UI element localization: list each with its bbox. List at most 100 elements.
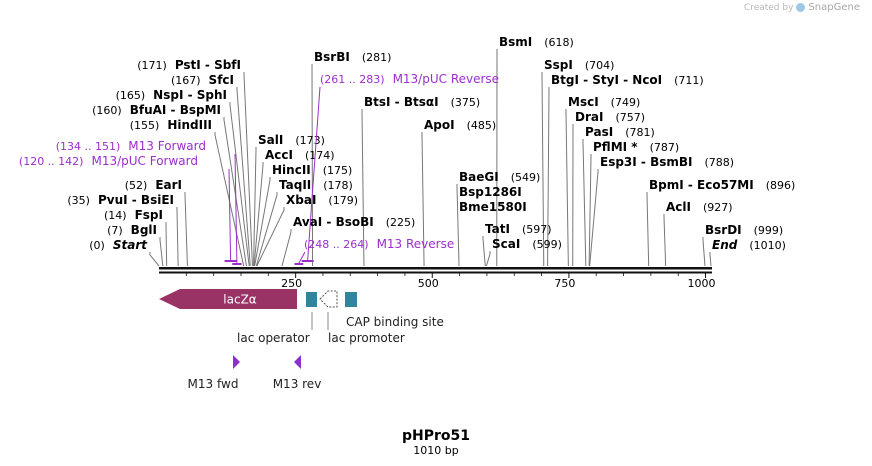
site-name: FspI: [135, 208, 163, 222]
site-bgli[interactable]: BglI(7): [107, 223, 157, 237]
site-sali[interactable]: SalI(173): [258, 133, 325, 147]
site-bsp1286i[interactable]: Bsp1286I: [459, 185, 522, 199]
site-position: (171): [137, 59, 167, 72]
site-xbai[interactable]: XbaI(179): [286, 193, 358, 207]
site-position: (781): [625, 126, 655, 139]
site-name: SfcI: [209, 73, 234, 87]
site-leader: [214, 132, 245, 267]
ruler-tick-label: 500: [418, 277, 439, 290]
site-hincii[interactable]: HincII(175): [272, 163, 352, 177]
site-avai-bsobi[interactable]: AvaI - BsoBI(225): [293, 215, 415, 229]
site-leader: [485, 251, 491, 267]
site-sspi[interactable]: SspI(704): [544, 58, 614, 72]
primer-leader: [234, 153, 238, 264]
site-position: (0): [89, 239, 105, 252]
site-bme1580i[interactable]: Bme1580I: [459, 200, 527, 214]
site-name: AccI: [265, 148, 293, 162]
site-leader: [165, 222, 168, 267]
restriction-site-labels: Start(0)BglI(7)FspI(14)PvuI - BsiEI(35)E…: [67, 35, 795, 252]
site-position: (896): [766, 179, 796, 192]
site-position: (597): [522, 223, 552, 236]
primer-site-label: (248 .. 264)M13 Reverse: [304, 237, 454, 251]
site-name: NspI - SphI: [153, 88, 227, 102]
site-name: Bme1580I: [459, 200, 527, 214]
site-position: (749): [611, 96, 641, 109]
site-position: (549): [511, 171, 541, 184]
site-leader: [421, 132, 425, 267]
site-btgi-styi-ncoi[interactable]: BtgI - StyI - NcoI(711): [551, 73, 704, 87]
site-leader: [541, 72, 545, 267]
site-psti-sbfi[interactable]: PstI - SbfI (171): [137, 58, 241, 72]
site-bsrbi[interactable]: BsrBI(281): [314, 50, 391, 64]
site-name: PstI - SbfI: [175, 58, 241, 72]
site-pvui-bsiei[interactable]: PvuI - BsiEI(35): [67, 193, 174, 207]
site-leader: [223, 117, 247, 267]
lac-operator-box[interactable]: [306, 292, 317, 307]
site-position: (175): [323, 164, 353, 177]
site-ends-end[interactable]: End(1010): [712, 238, 786, 252]
site-pflmi[interactable]: PflMI *(787): [593, 140, 679, 154]
site-leader: [565, 109, 569, 267]
site-apoi[interactable]: ApoI (485): [424, 118, 496, 132]
site-leader: [702, 237, 706, 267]
site-esp3i-bsmbi[interactable]: Esp3I - BsmBI(788): [600, 155, 734, 169]
cap-binding-site-box[interactable]: [345, 292, 357, 307]
credit-prefix: Created by: [743, 2, 794, 13]
site-nspi-sphi[interactable]: NspI - SphI(165): [116, 88, 227, 102]
m13-rev-arrow[interactable]: [294, 355, 301, 369]
site-pasi[interactable]: PasI(781): [585, 125, 655, 139]
site-leader: [709, 252, 712, 267]
site-drai[interactable]: DraI(757): [575, 110, 645, 124]
site-taqii[interactable]: TaqII(178): [279, 178, 353, 192]
site-msci[interactable]: MscI(749): [568, 95, 640, 109]
site-baegi[interactable]: BaeGI(549): [459, 170, 540, 184]
site-eari[interactable]: EarI(52): [125, 178, 182, 192]
site-position: (35): [67, 194, 90, 207]
site-acli[interactable]: AclI(927): [666, 200, 733, 214]
primer-site-range: (120 .. 142): [19, 155, 84, 168]
site-bsrdi[interactable]: BsrDI(999): [705, 223, 783, 237]
ruler-tick-label: 250: [281, 277, 302, 290]
site-position: (225): [386, 216, 416, 229]
site-position: (167): [171, 74, 201, 87]
primer-site-m13-puc-fwd[interactable]: (120 .. 142) M13/pUC Forward: [19, 154, 237, 262]
site-btsi-btsai[interactable]: BtsI - BtsαI(375): [364, 95, 480, 109]
site-sfci[interactable]: SfcI (167): [171, 73, 234, 87]
primer-site-m13-fwd-1[interactable]: (134 .. 151)M13 Forward: [56, 139, 242, 265]
m13-fwd-arrow[interactable]: [233, 355, 240, 369]
site-leader: [456, 184, 460, 267]
plasmid-length: 1010 bp: [413, 444, 458, 457]
site-position: (927): [703, 201, 733, 214]
site-position: (788): [704, 156, 734, 169]
backbone: [159, 267, 712, 274]
ruler-tick-label: 750: [554, 277, 575, 290]
site-fspi[interactable]: FspI(14): [104, 208, 163, 222]
site-name: ApoI: [424, 118, 455, 132]
primer-site-m13-rev[interactable]: (248 .. 264)M13 Reverse: [294, 237, 455, 265]
site-hindiii[interactable]: HindIII(155): [130, 118, 212, 132]
site-bpmi-eco57mi[interactable]: BpmI - Eco57MI(896): [649, 178, 795, 192]
site-name: PflMI *: [593, 140, 638, 154]
lacz-alpha-arrow[interactable]: [159, 289, 297, 309]
lac-promoter-arrow[interactable]: [319, 290, 338, 308]
site-position: (179): [328, 194, 358, 207]
site-leader: [253, 162, 264, 267]
site-leader-lines: [149, 49, 712, 267]
site-scai[interactable]: ScaI(599): [492, 237, 562, 251]
site-bfuai-bspmi[interactable]: BfuAI - BspMI(160): [92, 103, 221, 117]
primer-site-name: M13/pUC Forward: [91, 154, 198, 168]
site-acci[interactable]: AccI(174): [265, 148, 335, 162]
site-tati[interactable]: TatI(597): [485, 222, 552, 236]
site-leader: [243, 72, 253, 267]
site-position: (281): [362, 51, 392, 64]
site-bsmi[interactable]: BsmI(618): [499, 35, 574, 49]
primer-site-label: (120 .. 142) M13/pUC Forward: [19, 154, 198, 168]
site-position: (485): [467, 119, 497, 132]
primer-site-name: M13 Reverse: [377, 237, 455, 251]
site-ends-start[interactable]: Start(0): [89, 238, 148, 252]
site-leader: [663, 214, 667, 267]
site-name: EarI: [155, 178, 182, 192]
primer-site-m13-puc-rev[interactable]: (261 .. 283)M13/pUC Reverse: [301, 72, 499, 262]
primer-leader: [228, 168, 232, 261]
primer-site-label: (134 .. 151)M13 Forward: [56, 139, 206, 153]
